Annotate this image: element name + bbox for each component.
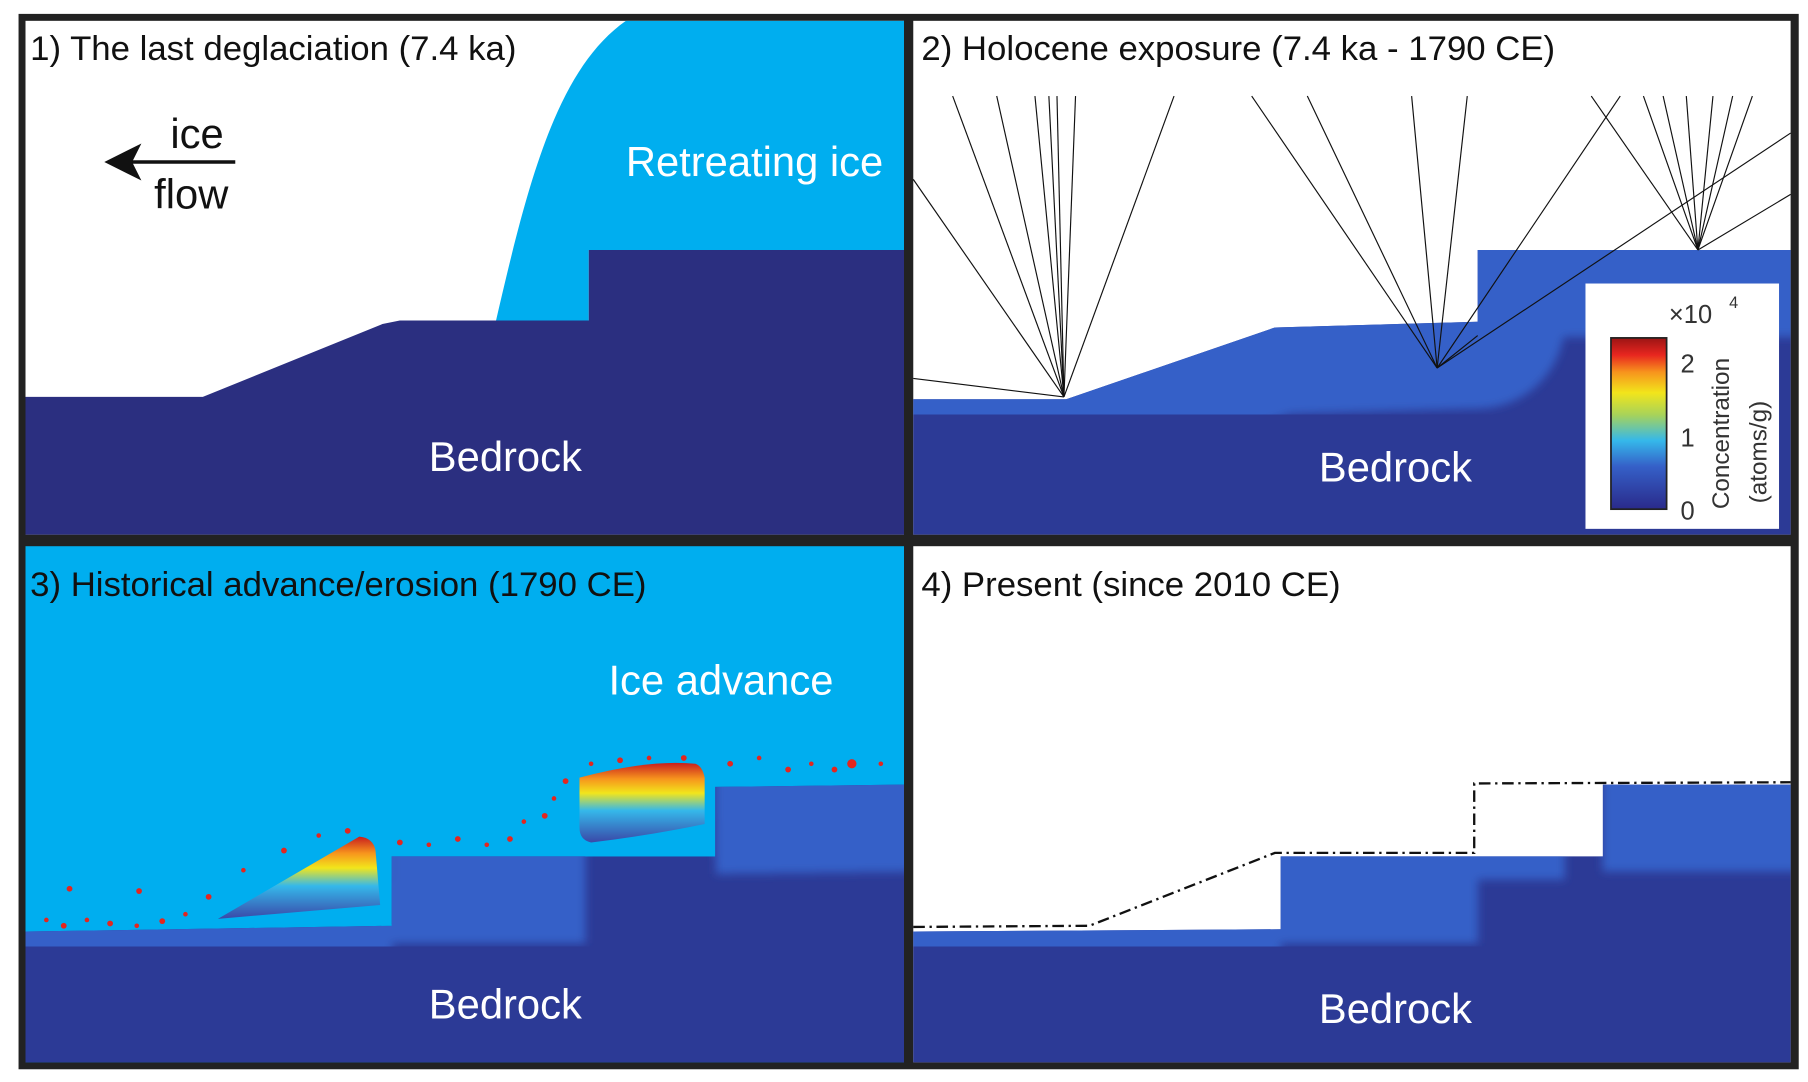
arrow-label-flow: flow <box>154 170 229 217</box>
ice-flow-arrow-icon <box>104 143 236 181</box>
bedrock-label: Bedrock <box>1319 443 1472 490</box>
bedrock-label: Bedrock <box>429 980 582 1027</box>
sediment-particles <box>44 755 884 929</box>
ice-label: Ice advance <box>608 656 833 703</box>
panel-2: 2) Holocene exposure (7.4 ka - 1790 CE) … <box>912 20 1791 535</box>
panel-title: 1) The last deglaciation (7.4 ka) <box>30 30 516 68</box>
colorbar-multiplier: ×10 <box>1669 301 1712 329</box>
panel-title: 4) Present (since 2010 CE) <box>921 566 1340 604</box>
panel-3: 3) Historical advance/erosion (1790 CE) … <box>25 546 905 1063</box>
bedrock-label: Bedrock <box>429 433 582 480</box>
eroded-block <box>217 836 381 919</box>
colorbar <box>1610 337 1668 511</box>
bedrock <box>25 249 904 535</box>
eroded-block <box>579 762 705 843</box>
former-surface-line <box>913 781 1791 929</box>
cosmic-ray-paths <box>912 95 1791 398</box>
concentration-profile <box>913 249 1791 399</box>
colorbar-label: Concentration <box>1708 358 1735 509</box>
panel-title: 3) Historical advance/erosion (1790 CE) <box>30 566 646 604</box>
colorbar-tick: 0 <box>1681 498 1695 526</box>
panel-title: 2) Holocene exposure (7.4 ka - 1790 CE) <box>921 30 1555 68</box>
colorbar-tick: 1 <box>1681 425 1695 453</box>
retreating-ice <box>496 20 904 321</box>
ice-label: Retreating ice <box>626 138 883 185</box>
colorbar-exponent: 4 <box>1729 294 1738 312</box>
panel-4: 4) Present (since 2010 CE) Bedrock <box>913 546 1791 1063</box>
colorbar-legend: ×10 4 0 1 2 Concentration (atoms/g) <box>1585 283 1780 529</box>
colorbar-unit: (atoms/g) <box>1745 401 1772 504</box>
panel-1: 1) The last deglaciation (7.4 ka) Retrea… <box>25 20 904 535</box>
colorbar-tick: 2 <box>1681 351 1695 379</box>
bedrock-label: Bedrock <box>1319 985 1472 1032</box>
arrow-label-ice: ice <box>170 110 223 157</box>
